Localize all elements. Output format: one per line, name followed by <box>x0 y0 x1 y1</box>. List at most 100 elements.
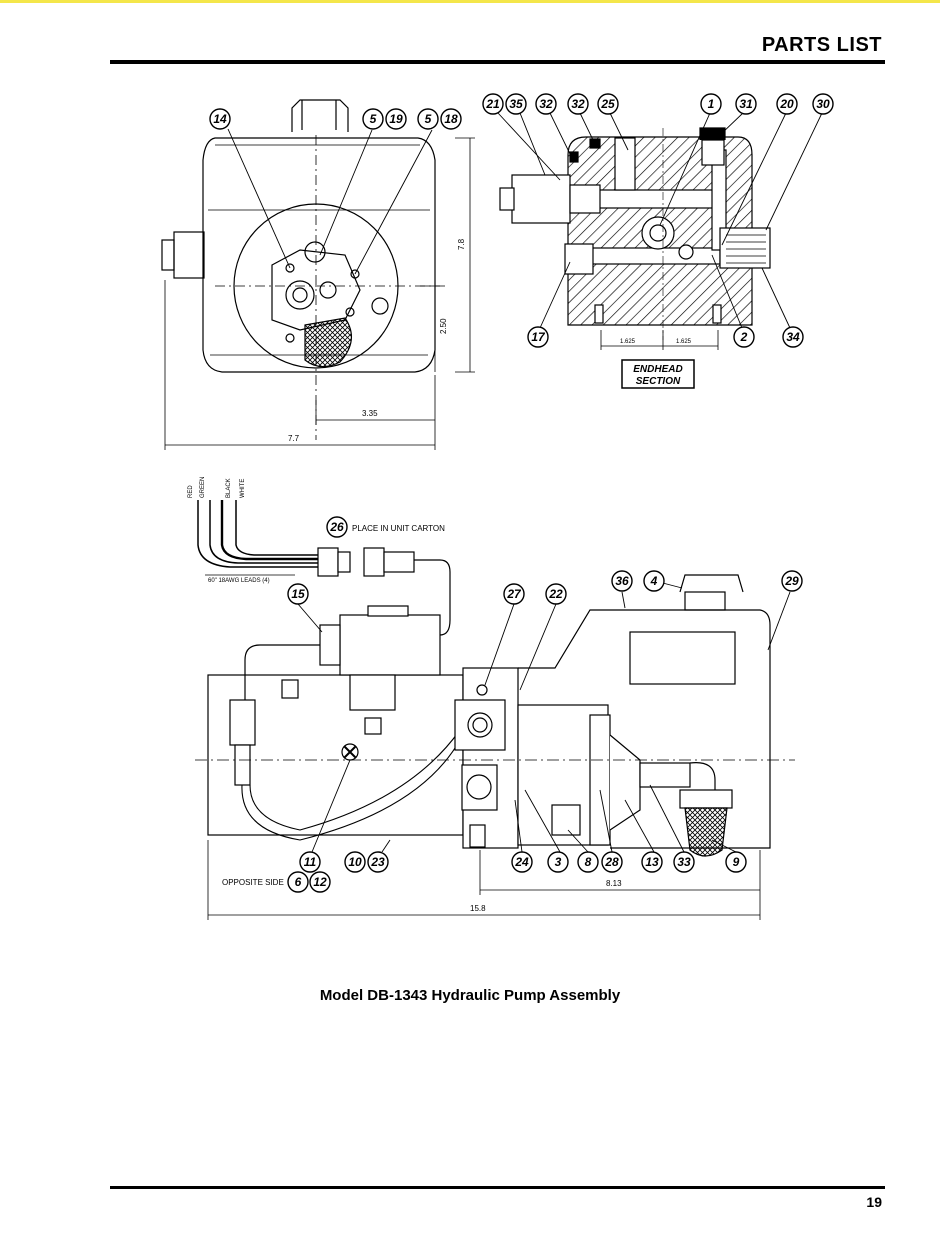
callout-22: 22 <box>545 583 567 605</box>
svg-text:35: 35 <box>509 97 523 111</box>
top-view-leaders <box>227 128 433 275</box>
svg-text:30: 30 <box>816 97 830 111</box>
svg-text:15: 15 <box>291 587 305 601</box>
lead-color-red: RED <box>188 485 194 498</box>
lead-color-green: GREEN <box>200 477 206 498</box>
callout-10: 10 <box>344 851 366 873</box>
carton-connector <box>317 547 451 636</box>
top-view-dimensions <box>164 137 475 450</box>
svg-text:18: 18 <box>444 112 458 126</box>
svg-text:14: 14 <box>213 112 227 126</box>
callout-26: 26 <box>326 516 348 538</box>
figure-caption: Model DB-1343 Hydraulic Pump Assembly <box>319 987 621 1004</box>
callout-23: 23 <box>367 851 389 873</box>
page-title: PARTS LIST <box>761 34 882 56</box>
callout-6: 6 <box>287 871 309 893</box>
svg-text:5: 5 <box>425 112 432 126</box>
endhead-section <box>499 127 771 340</box>
callout-11: 11 <box>299 851 321 873</box>
callout-2: 2 <box>733 326 755 348</box>
footer-rule <box>110 1186 885 1189</box>
svg-text:5: 5 <box>370 112 377 126</box>
dim-height: 7.8 <box>457 238 466 250</box>
svg-text:6: 6 <box>295 875 302 889</box>
callout-35: 35 <box>505 93 527 115</box>
endhead-dim-right: 1.625 <box>676 339 692 345</box>
svg-text:20: 20 <box>779 97 794 111</box>
svg-text:34: 34 <box>786 330 800 344</box>
svg-text:SECTION: SECTION <box>636 376 681 387</box>
endhead-dim-lines <box>600 330 719 350</box>
page-number: 19 <box>866 1194 882 1210</box>
svg-text:36: 36 <box>615 574 629 588</box>
side-view-leaders <box>297 580 791 853</box>
callout-9: 9 <box>725 851 747 873</box>
svg-text:8: 8 <box>585 855 592 869</box>
svg-text:32: 32 <box>539 97 553 111</box>
svg-text:1: 1 <box>708 97 715 111</box>
svg-text:13: 13 <box>645 855 659 869</box>
callout-20: 20 <box>776 93 798 115</box>
svg-text:28: 28 <box>604 855 619 869</box>
svg-text:17: 17 <box>531 330 546 344</box>
top-view <box>161 99 445 440</box>
callout-32b: 32 <box>567 93 589 115</box>
opposite-side-label: OPPOSITE SIDE <box>222 878 284 887</box>
callout-24: 24 <box>511 851 533 873</box>
callout-13: 13 <box>641 851 663 873</box>
svg-text:31: 31 <box>739 97 753 111</box>
svg-text:29: 29 <box>784 574 799 588</box>
svg-text:11: 11 <box>304 855 317 869</box>
callout-8: 8 <box>577 851 599 873</box>
title-rule <box>110 60 885 64</box>
svg-text:23: 23 <box>370 855 385 869</box>
svg-text:2: 2 <box>740 330 748 344</box>
callout-3: 3 <box>547 851 569 873</box>
side-view-dimensions <box>207 840 761 920</box>
dim-total-length: 15.8 <box>470 904 486 913</box>
endhead-leaders <box>497 112 823 329</box>
callout-5b: 5 <box>417 108 439 130</box>
dim-pump-length: 8.13 <box>606 879 622 888</box>
callout-34: 34 <box>782 326 804 348</box>
callout-30: 30 <box>812 93 834 115</box>
callout-32a: 32 <box>535 93 557 115</box>
svg-text:25: 25 <box>600 97 615 111</box>
svg-text:10: 10 <box>348 855 362 869</box>
callout-27: 27 <box>503 583 525 605</box>
callout-29: 29 <box>781 570 803 592</box>
endhead-dim-left: 1.625 <box>620 339 636 345</box>
svg-text:24: 24 <box>514 855 529 869</box>
callout-31: 31 <box>735 93 757 115</box>
lead-color-black: BLACK <box>226 478 232 498</box>
dim-offset-vertical: 2.50 <box>439 318 448 334</box>
svg-text:9: 9 <box>733 855 740 869</box>
callout-25: 25 <box>597 93 619 115</box>
svg-text:4: 4 <box>650 574 658 588</box>
endhead-section-title: ENDHEAD SECTION <box>621 359 695 389</box>
lead-wires <box>197 500 320 576</box>
svg-text:26: 26 <box>329 520 344 534</box>
svg-text:32: 32 <box>571 97 585 111</box>
svg-text:ENDHEAD: ENDHEAD <box>633 364 682 375</box>
callout-33: 33 <box>673 851 695 873</box>
callout-5a: 5 <box>362 108 384 130</box>
callout-1: 1 <box>700 93 722 115</box>
svg-text:21: 21 <box>485 97 500 111</box>
svg-text:12: 12 <box>313 875 327 889</box>
callout-28: 28 <box>601 851 623 873</box>
leads-note: 60" 18AWG LEADS (4) <box>208 578 270 584</box>
svg-text:22: 22 <box>548 587 563 601</box>
callout-18: 18 <box>440 108 462 130</box>
dim-offset-horizontal: 3.35 <box>362 409 378 418</box>
callout-36: 36 <box>611 570 633 592</box>
callout-19: 19 <box>385 108 407 130</box>
svg-text:3: 3 <box>555 855 562 869</box>
callout-4: 4 <box>643 570 665 592</box>
side-view-assembly <box>195 574 795 857</box>
callout-14: 14 <box>209 108 231 130</box>
top-accent-rule <box>0 0 940 3</box>
lead-color-white: WHITE <box>240 479 246 498</box>
dim-width: 7.7 <box>288 434 300 443</box>
